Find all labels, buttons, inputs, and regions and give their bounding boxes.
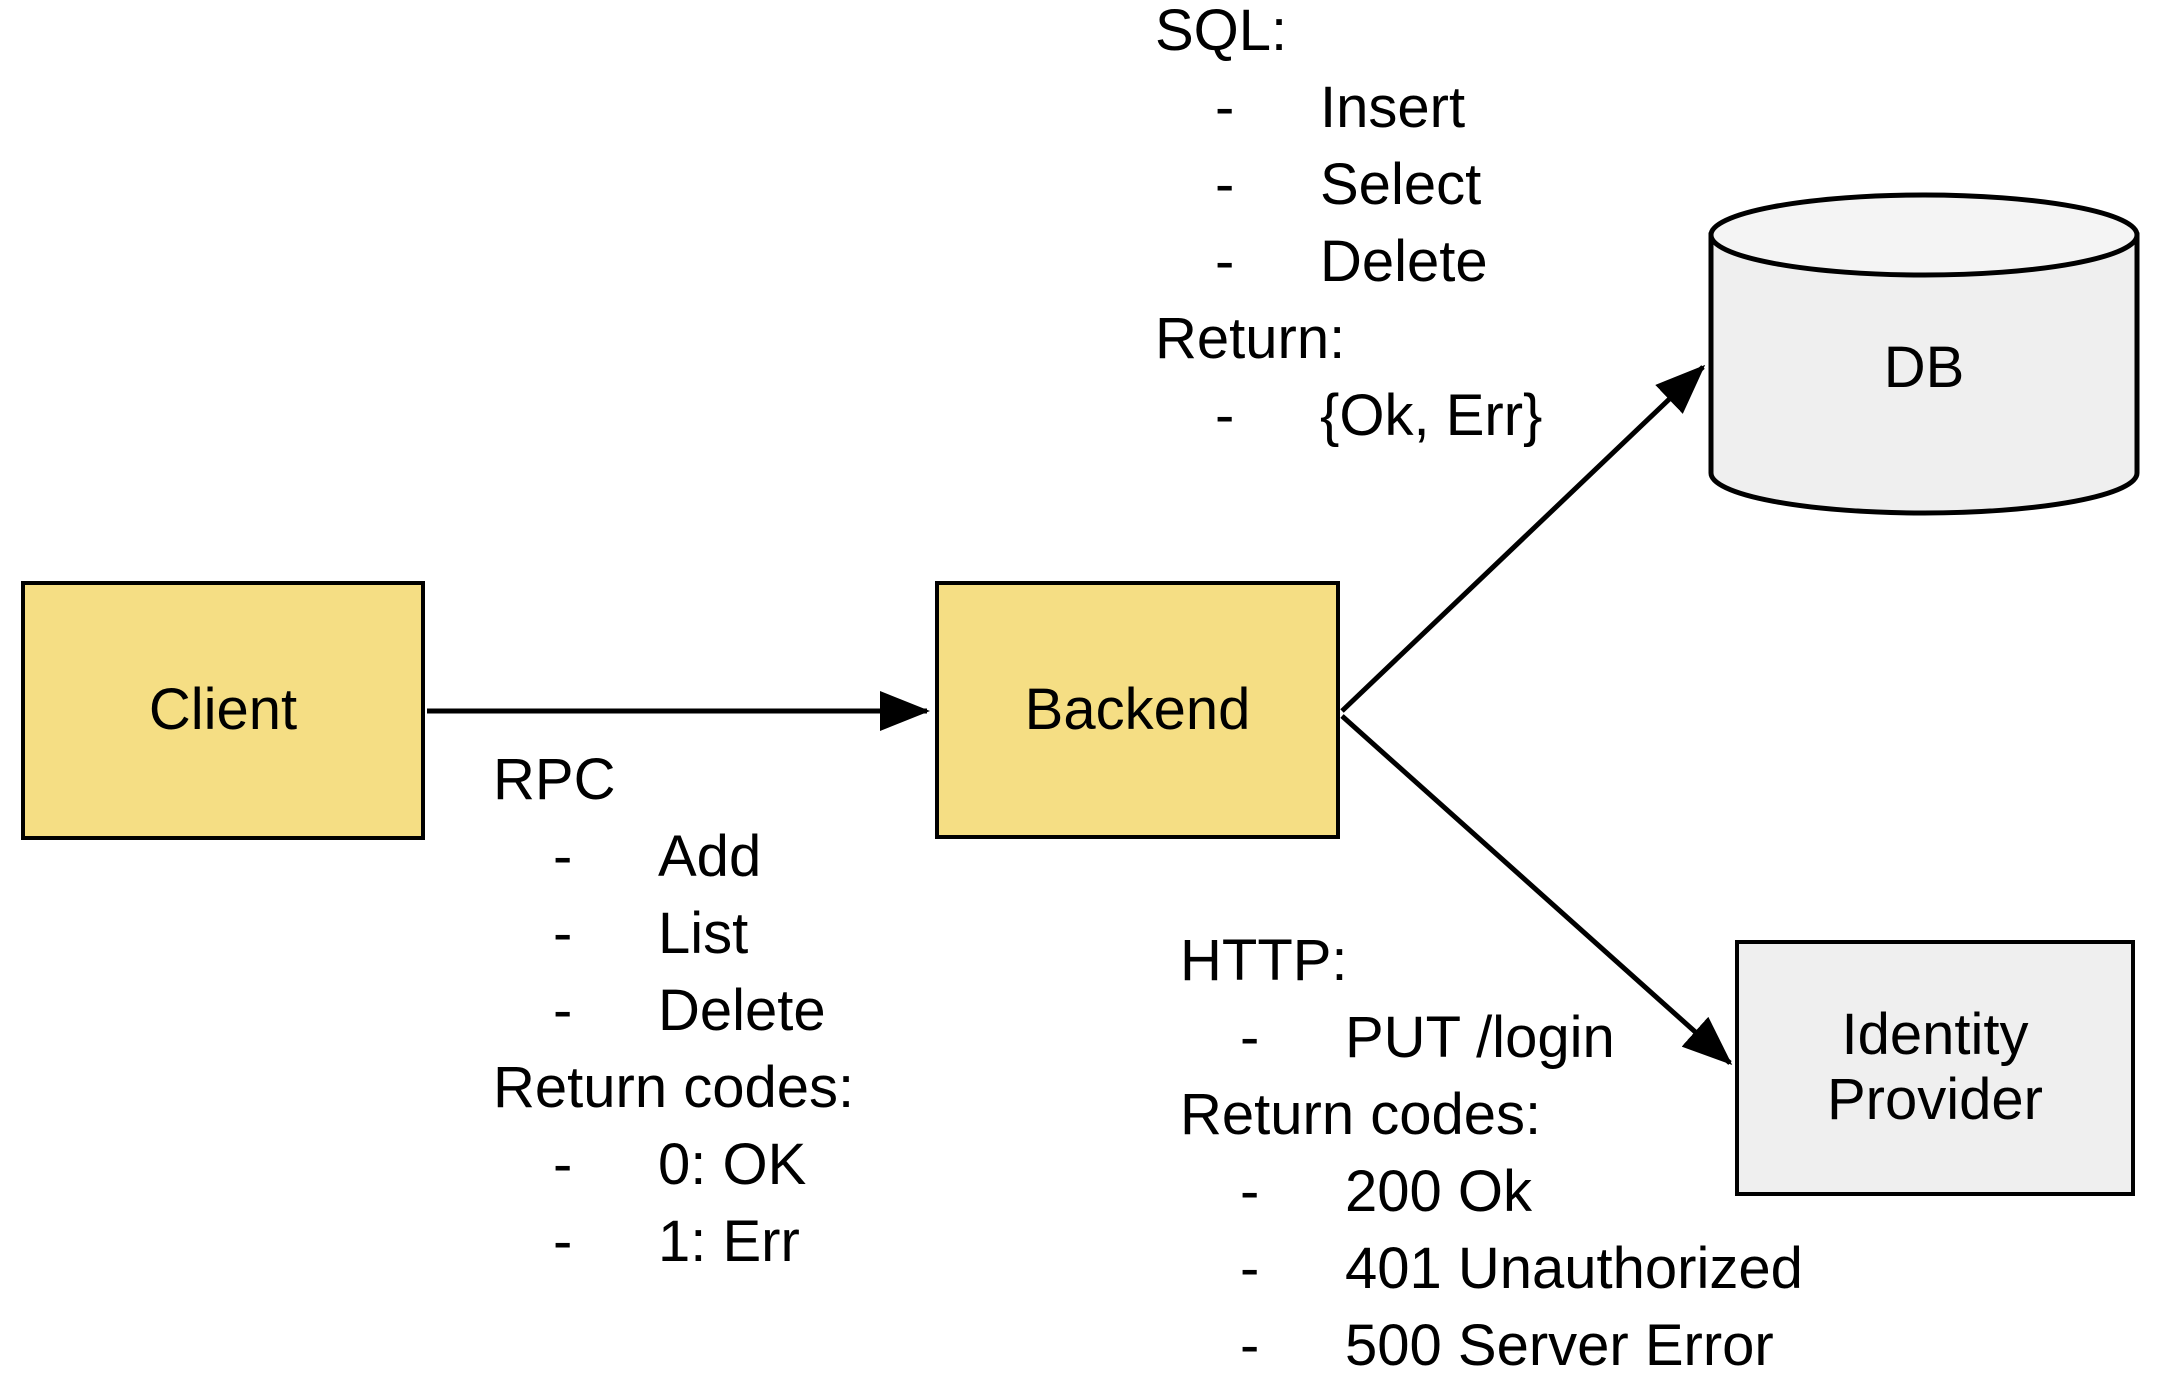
sql-operation-label: Delete bbox=[1320, 229, 1488, 294]
bullet-dash: - bbox=[1215, 152, 1235, 217]
rpc-return-code-item: - 0: OK bbox=[493, 1126, 854, 1203]
node-client-label: Client bbox=[148, 677, 298, 743]
bullet-dash: - bbox=[553, 1132, 573, 1197]
bullet-dash: - bbox=[1215, 383, 1235, 448]
annotation-http: HTTP: - PUT /login Return codes: - 200 O… bbox=[1180, 922, 1803, 1384]
sql-return-item: - {Ok, Err} bbox=[1155, 377, 1542, 454]
sql-operation-item: - Delete bbox=[1155, 223, 1542, 300]
bullet-dash: - bbox=[553, 978, 573, 1043]
node-backend-label: Backend bbox=[1024, 676, 1251, 742]
sql-operation-label: Select bbox=[1320, 152, 1482, 217]
bullet-dash: - bbox=[553, 901, 573, 966]
http-route-item: - PUT /login bbox=[1180, 999, 1803, 1076]
bullet-dash: - bbox=[1215, 75, 1235, 140]
rpc-header: RPC bbox=[493, 747, 616, 812]
bullet-dash: - bbox=[553, 824, 573, 889]
bullet-dash: - bbox=[1240, 1236, 1260, 1301]
rpc-method-label: List bbox=[658, 901, 749, 966]
http-return-code-item: - 200 Ok bbox=[1180, 1153, 1803, 1230]
rpc-method-item: - Add bbox=[493, 818, 854, 895]
http-header: HTTP: bbox=[1180, 928, 1348, 993]
annotation-sql: SQL: - Insert - Select - Delete Return: … bbox=[1155, 0, 1542, 454]
http-route-label: PUT /login bbox=[1345, 1005, 1615, 1070]
bullet-dash: - bbox=[1240, 1313, 1260, 1378]
rpc-method-item: - Delete bbox=[493, 972, 854, 1049]
database-cylinder-icon bbox=[1708, 192, 2140, 516]
node-client[interactable]: Client bbox=[21, 581, 425, 840]
bullet-dash: - bbox=[1240, 1005, 1260, 1070]
http-return-code-item: - 401 Unauthorized bbox=[1180, 1230, 1803, 1307]
sql-header: SQL: bbox=[1155, 0, 1288, 63]
rpc-return-code-item: - 1: Err bbox=[493, 1203, 854, 1280]
rpc-return-code-label: 1: Err bbox=[658, 1209, 800, 1274]
http-return-code-label: 200 Ok bbox=[1345, 1159, 1532, 1224]
sql-return-label: {Ok, Err} bbox=[1320, 383, 1543, 448]
bullet-dash: - bbox=[1215, 229, 1235, 294]
node-identity-provider-label: Identity Provider bbox=[1827, 1002, 2043, 1133]
http-return-code-item: - 500 Server Error bbox=[1180, 1307, 1803, 1384]
http-return-header: Return codes: bbox=[1180, 1082, 1542, 1147]
bullet-dash: - bbox=[553, 1209, 573, 1274]
node-db[interactable]: DB bbox=[1708, 192, 2140, 516]
sql-operation-item: - Select bbox=[1155, 146, 1542, 223]
node-db-label: DB bbox=[1883, 334, 1965, 400]
rpc-method-item: - List bbox=[493, 895, 854, 972]
rpc-method-label: Delete bbox=[658, 978, 826, 1043]
bullet-dash: - bbox=[1240, 1159, 1260, 1224]
node-idp-label-line1: Identity bbox=[1841, 1002, 2029, 1068]
sql-operation-item: - Insert bbox=[1155, 69, 1542, 146]
node-backend[interactable]: Backend bbox=[935, 581, 1340, 839]
rpc-return-header: Return codes: bbox=[493, 1055, 855, 1120]
sql-return-header: Return: bbox=[1155, 306, 1346, 371]
sql-operation-label: Insert bbox=[1320, 75, 1466, 140]
node-identity-provider[interactable]: Identity Provider bbox=[1735, 940, 2135, 1196]
rpc-return-code-label: 0: OK bbox=[658, 1132, 807, 1197]
node-idp-label-line2: Provider bbox=[1827, 1067, 2043, 1132]
annotation-rpc: RPC - Add - List - Delete Return codes: … bbox=[493, 741, 854, 1280]
rpc-method-label: Add bbox=[658, 824, 762, 889]
http-return-code-label: 401 Unauthorized bbox=[1345, 1236, 1803, 1301]
http-return-code-label: 500 Server Error bbox=[1345, 1313, 1774, 1378]
